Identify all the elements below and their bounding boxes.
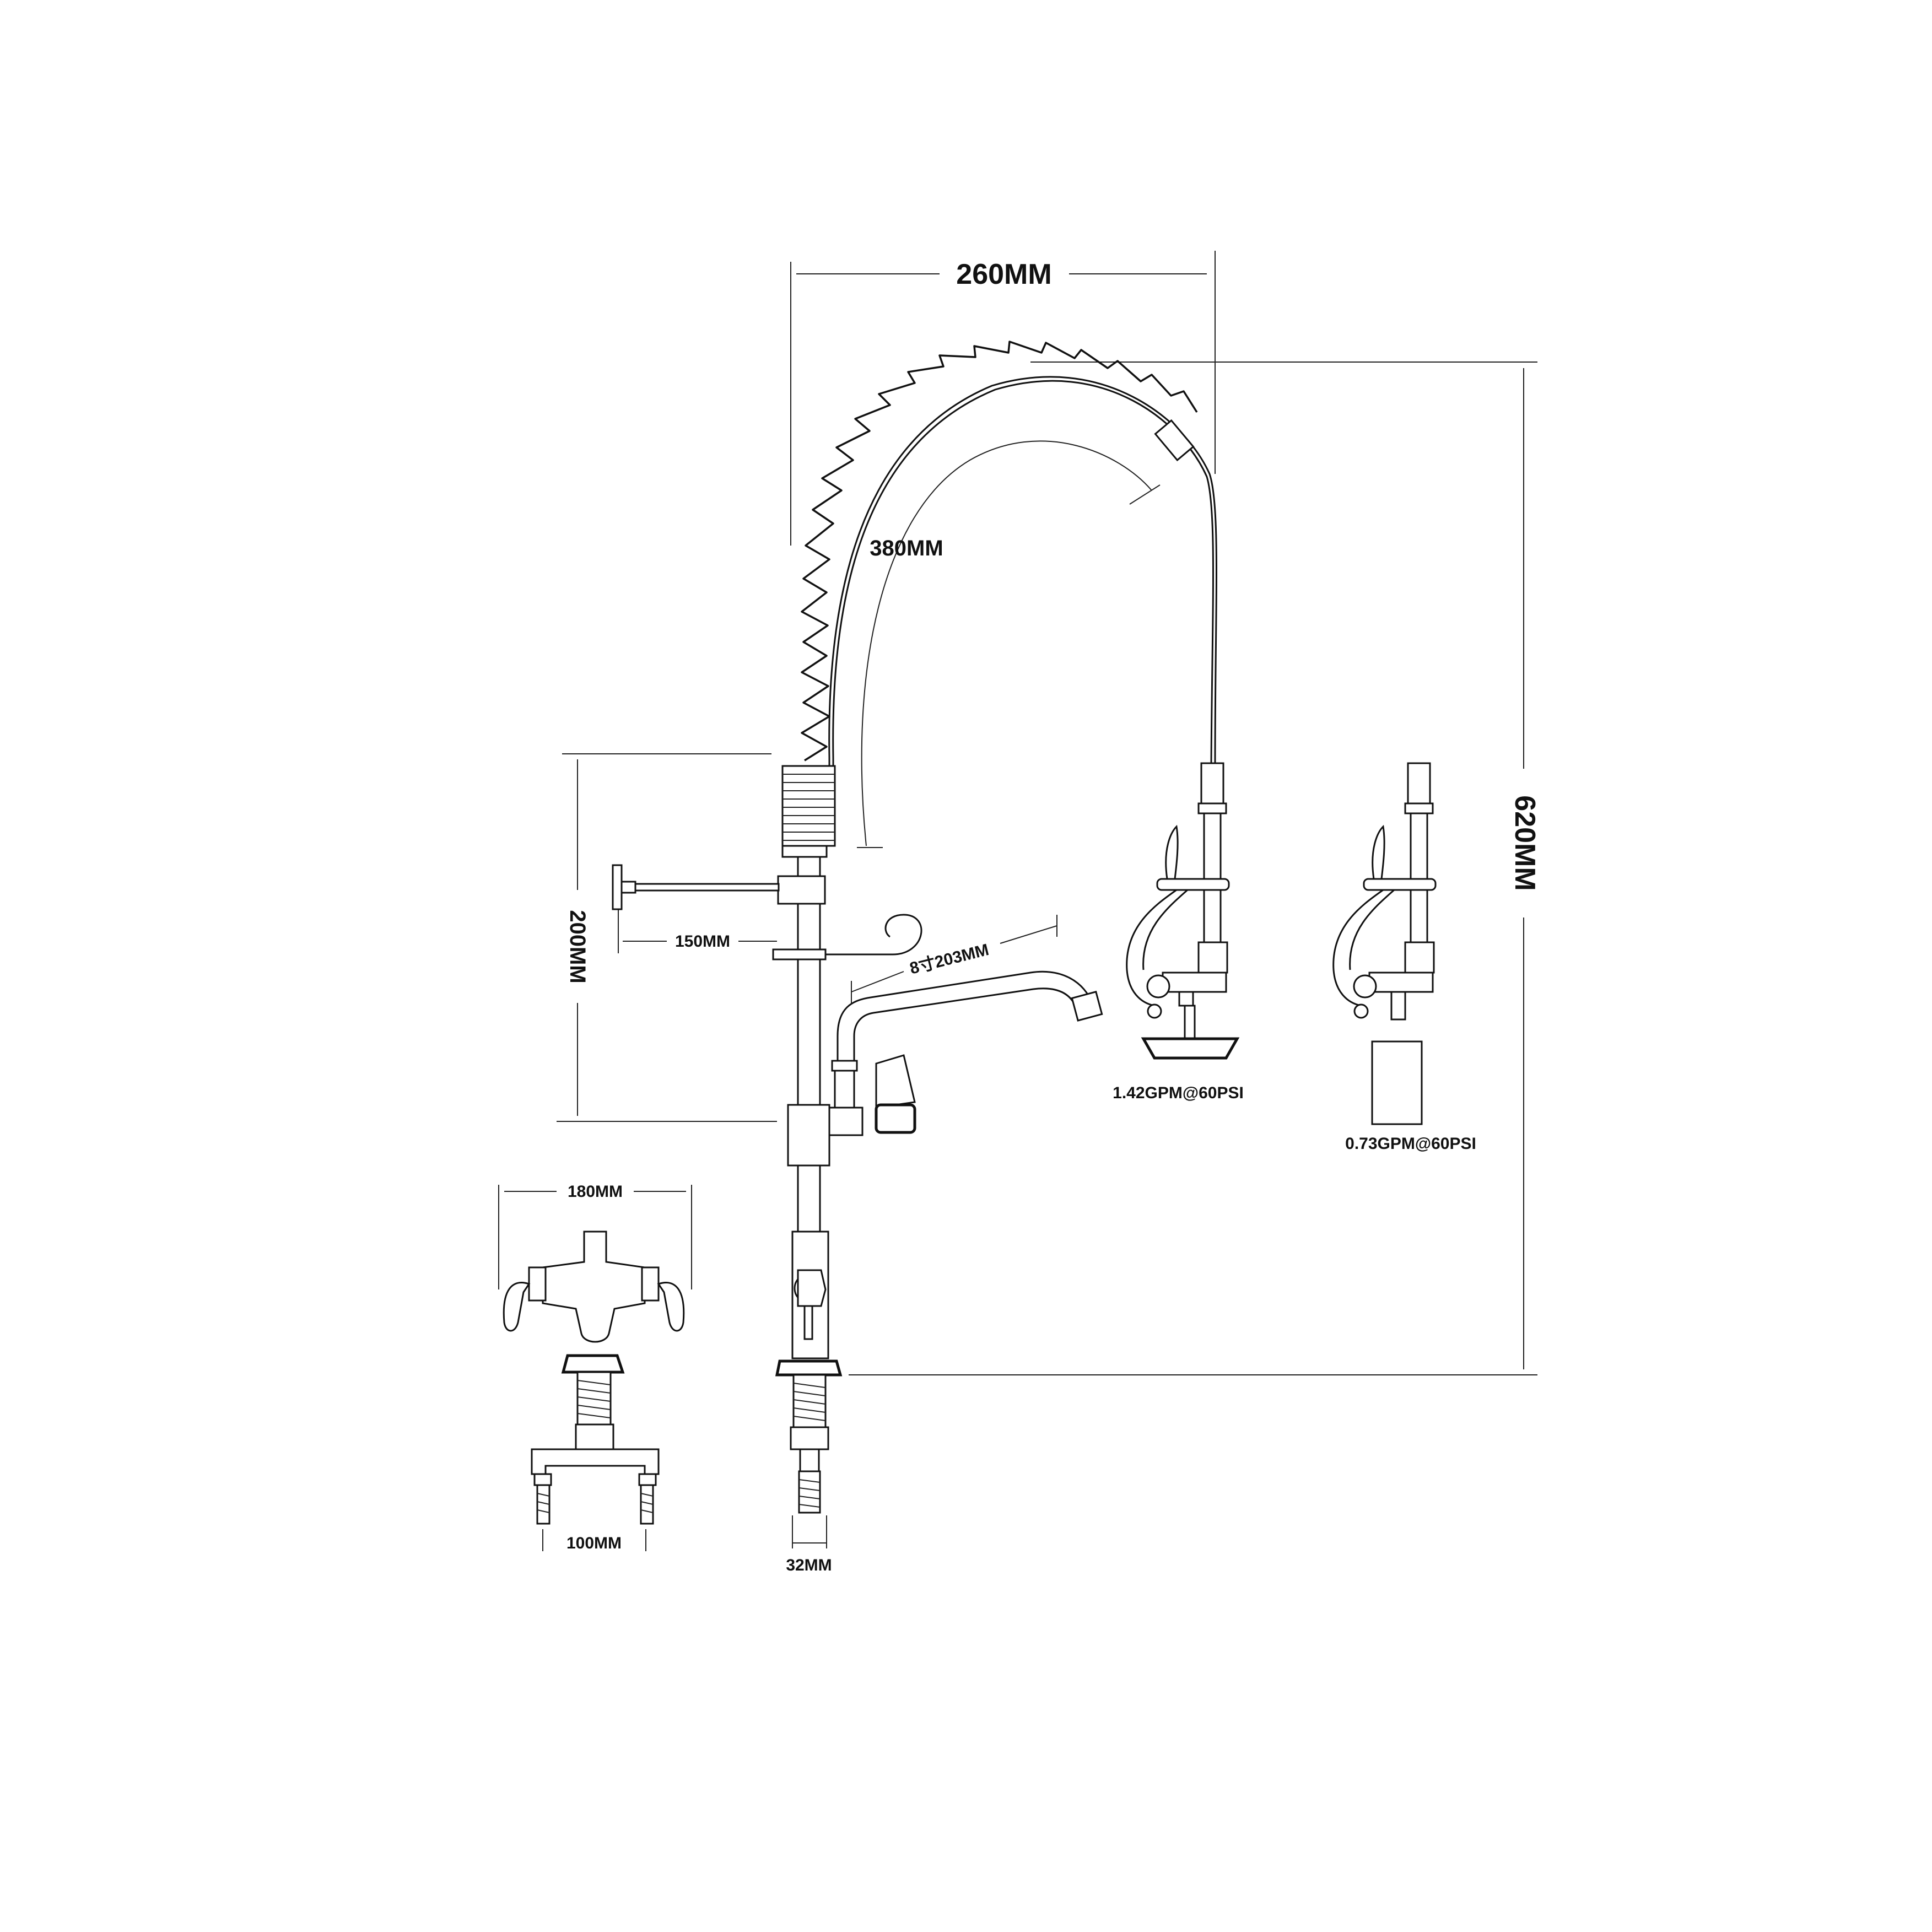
spray-head-standard-rating: 1.42GPM@60PSI xyxy=(1113,1084,1244,1102)
base-centers-label: 100MM xyxy=(566,1534,622,1552)
spray-head-low-flow: 0.73GPM@60PSI xyxy=(1332,762,1476,1153)
dimension-width-top: 260MM xyxy=(790,251,1216,546)
dimension-pot-filler-height: 200MM xyxy=(557,753,777,1122)
swing-spout-assembly xyxy=(828,970,1103,1136)
width-top-label: 260MM xyxy=(956,258,1051,290)
pot-filler-height-label: 200MM xyxy=(565,910,590,983)
coil-spring xyxy=(781,341,1198,847)
total-height-label: 620MM xyxy=(1509,795,1541,891)
dimension-shank: 32MM xyxy=(786,1515,832,1574)
pot-filler-wall-arm xyxy=(612,864,780,910)
dimension-total-height: 620MM xyxy=(849,361,1541,1375)
spray-head-standard: 1.42GPM@60PSI xyxy=(1113,762,1244,1102)
hose-arc-label: 380MM xyxy=(870,536,943,560)
dimension-pot-filler-arm: 150MM xyxy=(618,904,777,953)
shank-label: 32MM xyxy=(786,1556,832,1574)
deck-mount-mixer-base: 180MM 100MM xyxy=(498,1183,692,1552)
swing-spout-label: 8寸203MM xyxy=(908,941,991,978)
pot-filler-arm-label: 150MM xyxy=(675,932,730,951)
main-riser-column xyxy=(772,845,922,1514)
base-width-label: 180MM xyxy=(568,1183,623,1201)
spray-head-low-flow-rating: 0.73GPM@60PSI xyxy=(1345,1135,1476,1153)
spray-hose: 380MM xyxy=(828,376,1217,848)
